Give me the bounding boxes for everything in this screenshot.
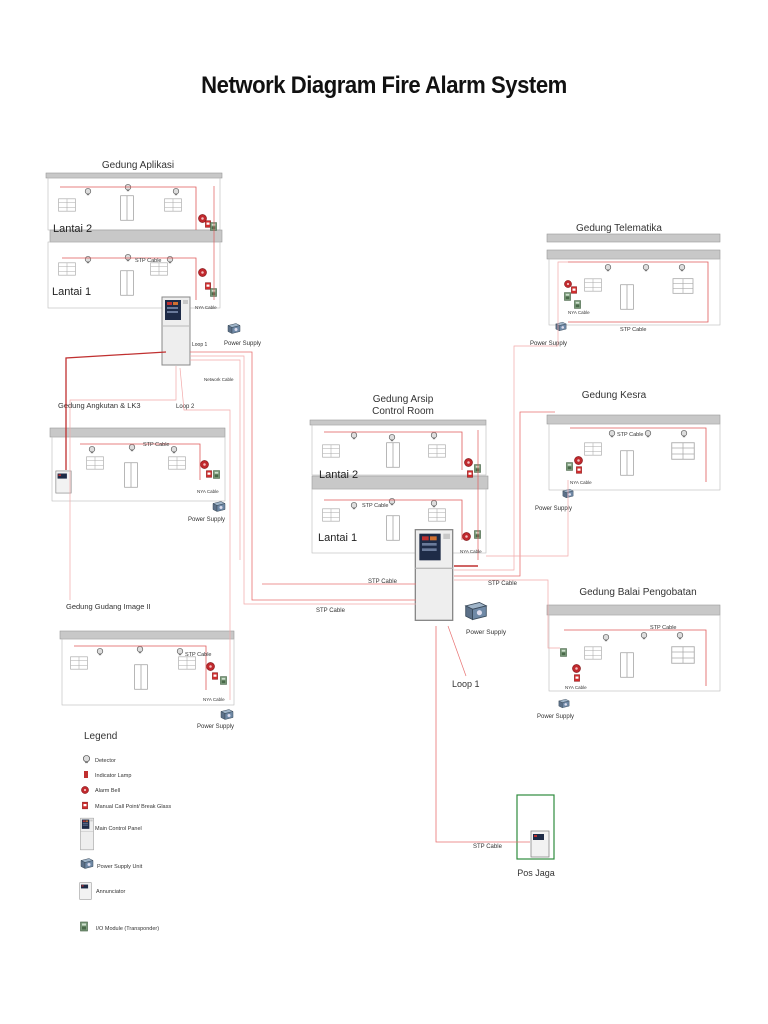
telematika-power-supply-label: Power Supply	[530, 341, 567, 347]
pos-jaga-name: Pos Jaga	[517, 868, 555, 878]
legend-item-detector: Detector	[95, 758, 116, 764]
building-angkutan: Gedung Angkutan & LK3 STP Cable NYA Cabl…	[49, 401, 226, 502]
aplikasi-floor2: Lantai 2	[53, 223, 92, 235]
aplikasi-loop1-label: Loop 1	[192, 342, 208, 348]
stp-cable-label-lower: STP Cable	[316, 608, 346, 614]
balai-nya-label: NYA Cable	[565, 685, 587, 690]
balai-power-supply-icon	[558, 698, 570, 709]
main-control-panel	[414, 528, 454, 622]
arsip-name-line1: Gedung Arsip	[373, 394, 434, 405]
kesra-power-supply-label: Power Supply	[535, 506, 572, 512]
pos-jaga-annunciator	[530, 830, 550, 858]
stp-cable-label-right: STP Cable	[488, 581, 518, 587]
legend-item-annunciator: Annunciator	[96, 889, 126, 895]
legend-item-indicator-lamp: Indicator Lamp	[95, 773, 131, 779]
building-kesra: Gedung Kesra STP Cable NYA Cable	[546, 390, 721, 491]
arsip-name-line2: Control Room	[372, 406, 434, 417]
aplikasi-power-supply-label: Power Supply	[224, 341, 261, 347]
arsip-floor1: Lantai 1	[318, 532, 357, 544]
alarm-bell-icon	[81, 786, 89, 794]
arsip-floor2: Lantai 2	[319, 469, 358, 481]
angkutan-annunciator	[55, 470, 72, 494]
aplikasi-stp-label: STP Cable	[135, 258, 162, 264]
aplikasi-control-panel	[161, 296, 191, 366]
stp-cable-label-pos: STP Cable	[473, 844, 503, 850]
indicator-lamp-icon	[84, 771, 88, 778]
aplikasi-name: Gedung Aplikasi	[102, 160, 174, 171]
angkutan-power-supply-icon	[212, 500, 226, 513]
building-gudang: Gedung Gudang Image II STP Cable NYA Cab…	[59, 602, 235, 706]
angkutan-power-supply-label: Power Supply	[188, 517, 225, 523]
gudang-power-supply-label: Power Supply	[197, 724, 234, 730]
building-aplikasi: Gedung Aplikasi Lantai 2 Lantai 1 STP Ca…	[45, 160, 223, 310]
balai-stp-label: STP Cable	[650, 625, 677, 631]
arsip-loop1-label: Loop 1	[452, 679, 480, 689]
aplikasi-nya-label: NYA Cable	[195, 305, 217, 310]
legend-title: Legend	[84, 731, 117, 742]
arsip-power-supply-icon	[464, 601, 488, 621]
legend-item-alarm-bell: Alarm Bell	[95, 788, 120, 794]
telematika-stp-label: STP Cable	[620, 327, 647, 333]
legend: Legend Detector Indicator Lamp Alarm Bel…	[79, 731, 171, 932]
gudang-nya-label: NYA Cable	[203, 697, 225, 702]
building-arsip: Gedung Arsip Control Room Lantai 2 Lanta…	[309, 394, 489, 560]
legend-item-power-supply-unit: Power Supply Unit	[97, 864, 143, 870]
building-balai: Gedung Balai Pengobatan STP Cable NYA Ca…	[546, 587, 721, 692]
network-cable-label: Network Cable	[204, 377, 234, 382]
main-control-panel-icon	[80, 817, 94, 851]
io-module-icon	[80, 921, 88, 932]
gudang-stp-label: STP Cable	[185, 652, 212, 658]
kesra-nya-label: NYA Cable	[570, 480, 592, 485]
legend-item-main-control-panel: Main Control Panel	[95, 826, 142, 832]
kesra-name: Gedung Kesra	[582, 390, 647, 401]
gudang-power-supply-icon	[220, 708, 234, 721]
telematika-nya-label: NYA Cable	[568, 310, 590, 315]
aplikasi-floor1: Lantai 1	[52, 286, 91, 298]
stp-cable-label-upper: STP Cable	[368, 579, 398, 585]
arsip-nya-label: NYA Cable	[460, 549, 482, 554]
loop2-label: Loop 2	[176, 404, 195, 410]
legend-item-manual-call-point: Manual Call Point/ Break Glass	[95, 804, 171, 810]
angkutan-stp-label: STP Cable	[143, 442, 170, 448]
aplikasi-power-supply-icon	[227, 322, 241, 335]
annunciator-icon	[79, 882, 92, 900]
pos-jaga-box	[516, 794, 555, 860]
diagram-title: Network Diagram Fire Alarm System	[201, 72, 567, 99]
power-supply-unit-icon	[80, 857, 94, 870]
legend-item-io-module: I/O Module (Transponder)	[96, 926, 159, 932]
building-telematika: Gedung Telematika NYA Cable STP Cable	[546, 223, 721, 333]
angkutan-nya-label: NYA Cable	[197, 489, 219, 494]
gudang-name: Gedung Gudang Image II	[66, 602, 151, 611]
telematika-name: Gedung Telematika	[576, 223, 662, 234]
arsip-stp-label: STP Cable	[362, 503, 389, 509]
balai-power-supply-label: Power Supply	[537, 714, 574, 720]
manual-call-point-icon	[82, 801, 88, 810]
arsip-power-supply-label: Power Supply	[466, 629, 507, 636]
detector-icon	[82, 755, 91, 764]
kesra-stp-label: STP Cable	[617, 432, 644, 438]
telematika-power-supply-icon	[555, 321, 567, 332]
network-cables	[65, 261, 569, 843]
angkutan-name: Gedung Angkutan & LK3	[58, 401, 141, 410]
balai-name: Gedung Balai Pengobatan	[579, 587, 696, 598]
